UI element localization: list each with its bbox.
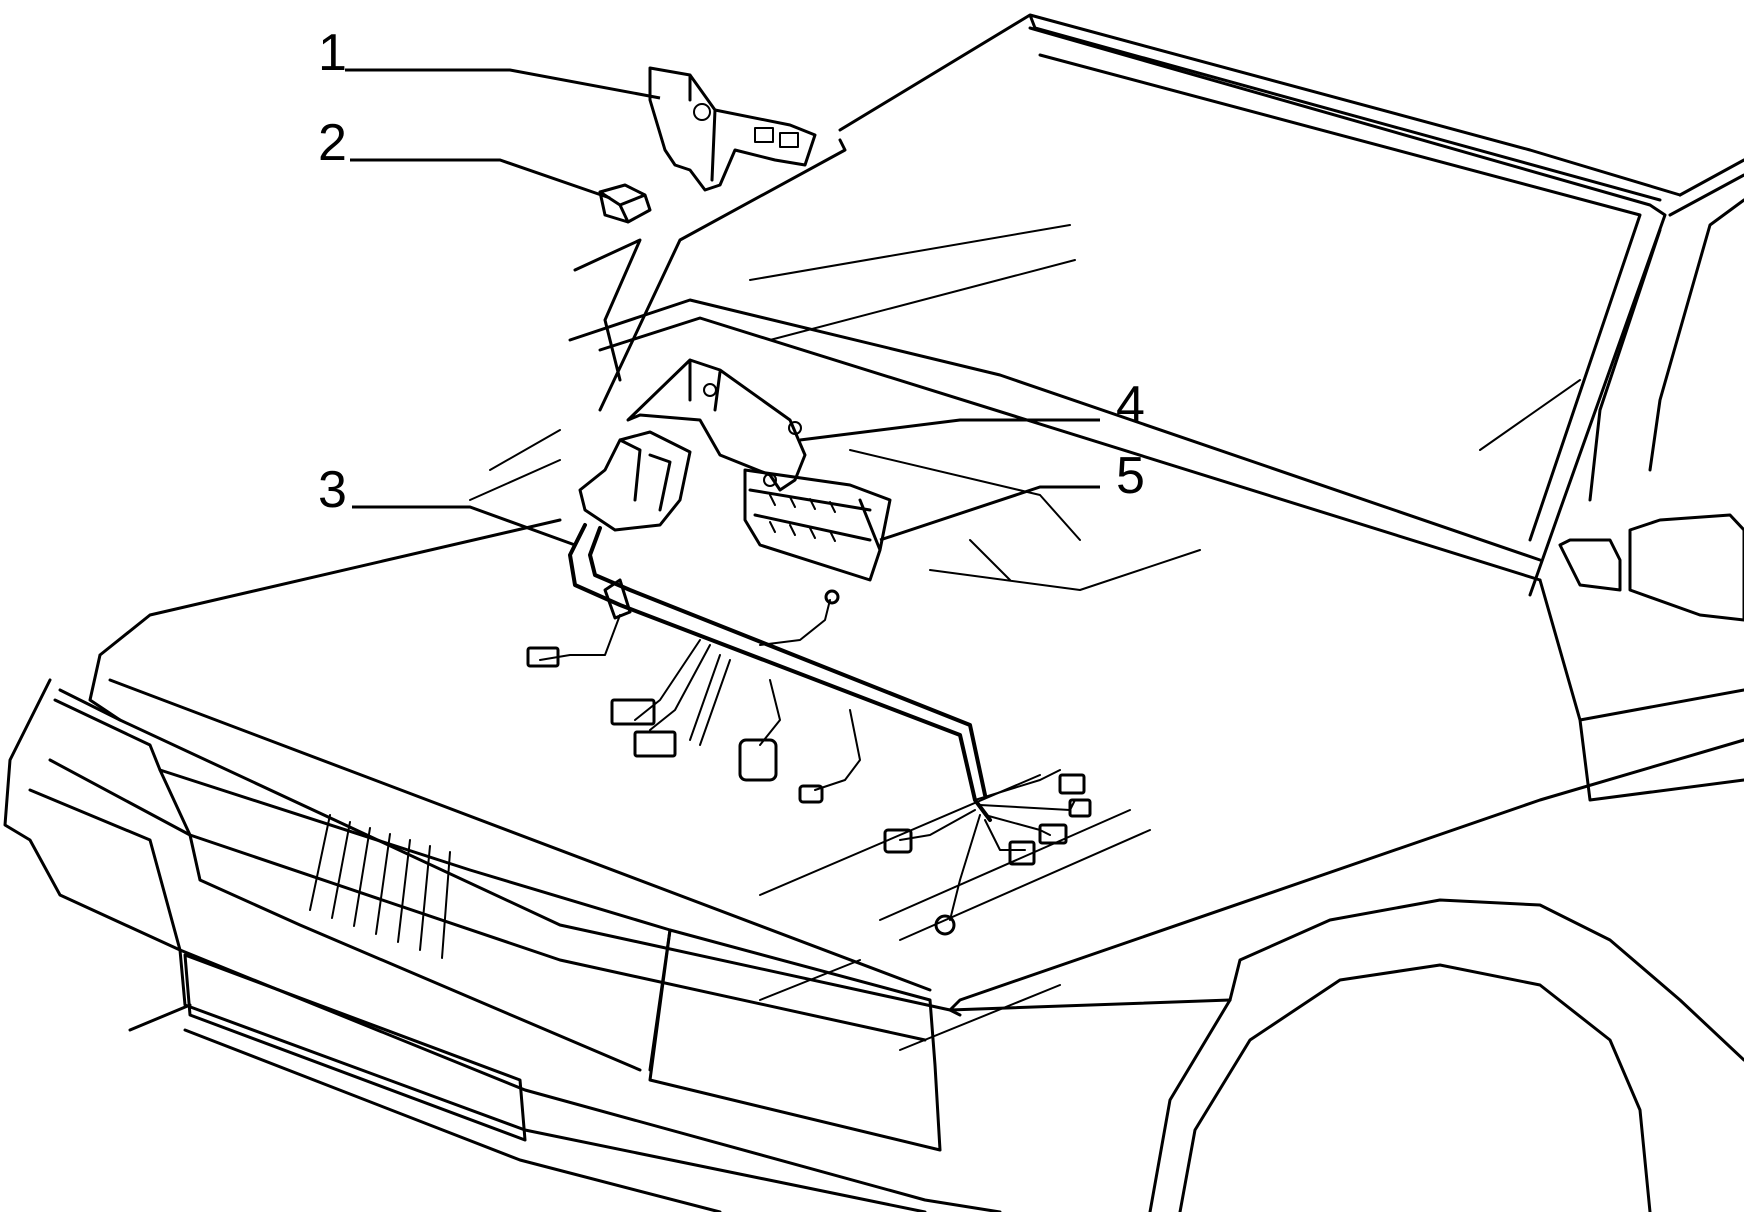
side-window [1648, 198, 1744, 472]
branch-wire-3 [689, 654, 731, 746]
wheel-arch [1148, 963, 1652, 1212]
callout-4-number: 4 [1116, 376, 1145, 434]
bracket-1-hole [693, 103, 711, 121]
hood-crease-2 [849, 449, 1201, 591]
bracket-hole-2 [788, 421, 802, 435]
bracket-1 [648, 66, 817, 192]
branch-wire-2 [634, 639, 711, 731]
relay-2 [598, 183, 652, 224]
hood-panel-line [469, 429, 1061, 1051]
hood-outline [88, 518, 1232, 1017]
bracket-1-slot-b [779, 132, 799, 148]
connector-b [610, 698, 656, 726]
grommet [603, 578, 632, 620]
connector-j [1008, 840, 1036, 866]
connector-c [633, 730, 677, 758]
grille-slats [309, 814, 451, 959]
branch-wire-1 [539, 614, 621, 661]
main-connector-block [578, 430, 692, 532]
connector-d [738, 738, 778, 782]
callout-5-leader [879, 485, 1100, 542]
windshield-inner [1038, 53, 1642, 542]
callout-4-leader [799, 418, 1100, 442]
callouts: 1 2 3 4 5 [318, 24, 1145, 547]
connector-g [1058, 773, 1086, 795]
headlight [648, 928, 942, 1152]
harness-main-cable [568, 523, 992, 822]
front-upper-edge [48, 688, 927, 1042]
windshield-reflection [749, 224, 1581, 451]
windshield-frame [838, 13, 1682, 202]
wiring-harness [526, 430, 1092, 936]
front-face [3, 678, 1002, 1212]
fuse-box-assembly [626, 358, 892, 582]
connector-i [1038, 823, 1068, 845]
bumper [128, 948, 927, 1212]
branch-wire-5 [814, 709, 861, 791]
car-body [3, 13, 1744, 1212]
a-pillar-right [1588, 158, 1744, 502]
bracket-1-slot-a [754, 127, 774, 143]
fuse-box-5 [743, 468, 892, 582]
loose-parts [573, 66, 847, 412]
insertion-arrow [573, 138, 847, 412]
callout-2-number: 2 [318, 114, 347, 172]
left-headlight [28, 698, 182, 952]
callout-3-leader [352, 505, 576, 547]
branch-wire-4 [759, 679, 781, 746]
hood-top-line [108, 678, 1744, 1012]
connector-f [883, 828, 913, 854]
connector-h [1068, 798, 1092, 818]
bracket-hole-1 [703, 383, 717, 397]
eyelet-small [824, 589, 840, 605]
cowl-line [568, 298, 1542, 582]
windshield-glass-edge [1028, 26, 1667, 597]
license-plate [183, 953, 527, 1142]
callout-1-leader [345, 68, 661, 100]
fuse-slots [769, 494, 836, 542]
hood-crease [759, 774, 1151, 941]
harness-main-cable-inner [588, 526, 987, 797]
callout-3-number: 3 [318, 461, 347, 519]
callout-2-leader [350, 158, 611, 200]
connector-e [798, 784, 824, 804]
connector-a [526, 646, 560, 668]
callout-1-number: 1 [318, 24, 347, 82]
ground-eyelet [934, 914, 956, 936]
fender-side [1538, 578, 1744, 802]
branch-wire-6 [759, 599, 831, 646]
fender [1228, 898, 1744, 1062]
callout-5-number: 5 [1116, 447, 1145, 505]
bracket-4 [626, 358, 807, 492]
side-mirror [1558, 513, 1744, 622]
